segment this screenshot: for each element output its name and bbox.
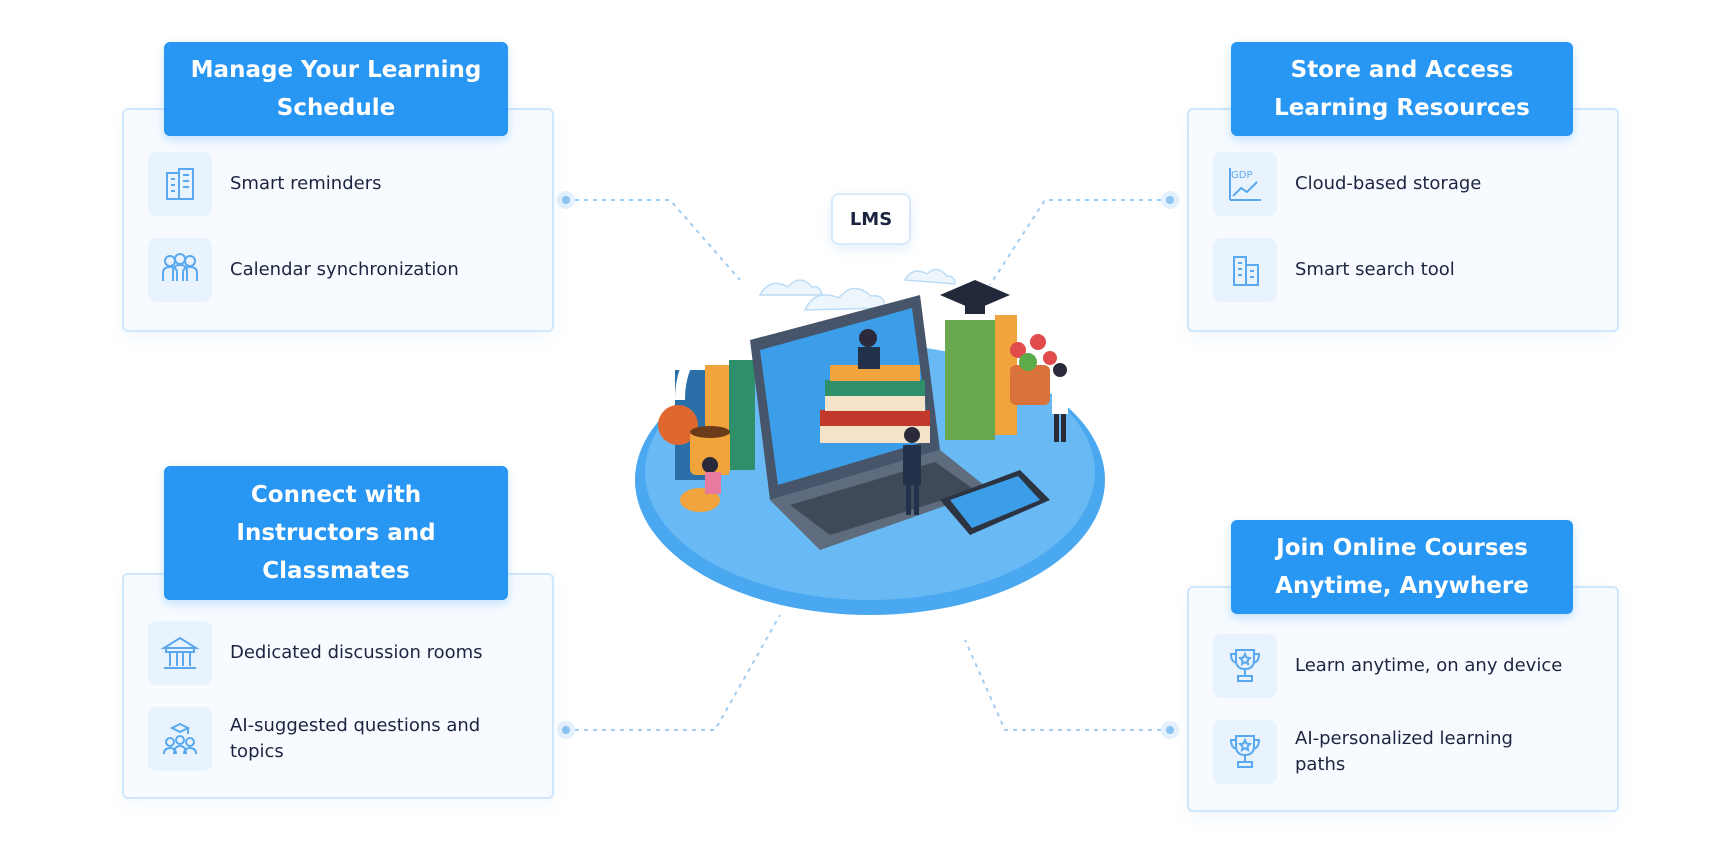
list-item: Learn anytime, on any device: [1213, 634, 1613, 698]
card-join-courses: Learn anytime, on any device AI-personal…: [1187, 586, 1619, 812]
card-connect-instructors: Dedicated discussion rooms AI-suggested …: [122, 573, 554, 799]
item-label: Smart search tool: [1295, 259, 1455, 280]
card-manage-schedule: Smart reminders Calendar synchronization: [122, 108, 554, 332]
plant-graphic: [1010, 334, 1057, 405]
item-label: Learn anytime, on any device: [1295, 655, 1563, 676]
title-line: Join Online Courses: [1276, 535, 1528, 561]
title-connect-instructors: Connect with Instructors and Classmates: [164, 466, 508, 600]
title-line: Connect with: [250, 482, 422, 508]
gdp-chart-icon: GDP: [1213, 152, 1277, 216]
title-line: Anytime, Anywhere: [1275, 573, 1529, 599]
books-right: [940, 280, 1017, 440]
title-join-courses: Join Online Courses Anytime, Anywhere: [1231, 520, 1573, 614]
list-item: AI-personalized learning paths: [1213, 720, 1613, 784]
list-item: Calendar synchronization: [148, 238, 548, 302]
list-item: Dedicated discussion rooms: [148, 621, 548, 685]
connector-top-right: [989, 199, 1170, 286]
item-label: Cloud-based storage: [1295, 173, 1482, 194]
label-line: paths: [1295, 754, 1346, 775]
city-icon: [1213, 238, 1277, 302]
lms-badge: LMS: [831, 193, 911, 245]
item-label: Smart reminders: [230, 173, 382, 194]
connector-bottom-right: [964, 639, 1170, 731]
label-line: topics: [230, 741, 284, 762]
institution-icon: [148, 621, 212, 685]
trophy-icon: [1213, 720, 1277, 784]
title-line: Learning Resources: [1274, 95, 1530, 121]
label-line: AI-suggested questions and: [230, 715, 481, 736]
title-line: Manage Your Learning: [190, 57, 482, 83]
group-icon: [148, 238, 212, 302]
item-label: AI-personalized learning paths: [1295, 726, 1513, 778]
trophy-icon: [1213, 634, 1277, 698]
list-item: AI-suggested questions and topics: [148, 707, 548, 771]
mug-graphic: [690, 426, 730, 475]
list-item: Smart reminders: [148, 152, 548, 216]
svg-text:GDP: GDP: [1231, 170, 1252, 181]
title-line: Schedule: [276, 95, 396, 121]
item-label: Dedicated discussion rooms: [230, 642, 483, 663]
connector-nodes: [557, 191, 1179, 739]
book-stack: [820, 329, 930, 443]
title-store-resources: Store and Access Learning Resources: [1231, 42, 1573, 136]
title-manage-schedule: Manage Your Learning Schedule: [164, 42, 508, 136]
list-item: GDP Cloud-based storage: [1213, 152, 1613, 216]
connector-bottom-left: [566, 614, 781, 731]
label-line: AI-personalized learning: [1295, 728, 1513, 749]
title-line: Store and Access: [1290, 57, 1514, 83]
item-label: Calendar synchronization: [230, 259, 459, 280]
item-label: AI-suggested questions and topics: [230, 713, 480, 765]
people-graphic: [680, 363, 1068, 515]
building-icon: [148, 152, 212, 216]
tablet-graphic: [940, 470, 1050, 535]
lms-illustration: [635, 268, 1105, 615]
clouds-graphic: [758, 268, 956, 311]
title-line: Instructors and: [236, 520, 436, 546]
list-item: Smart search tool: [1213, 238, 1613, 302]
connector-top-left: [566, 199, 741, 281]
card-store-resources: GDP Cloud-based storage Smart search too…: [1187, 108, 1619, 332]
graduates-icon: [148, 707, 212, 771]
title-line: Classmates: [262, 558, 410, 584]
